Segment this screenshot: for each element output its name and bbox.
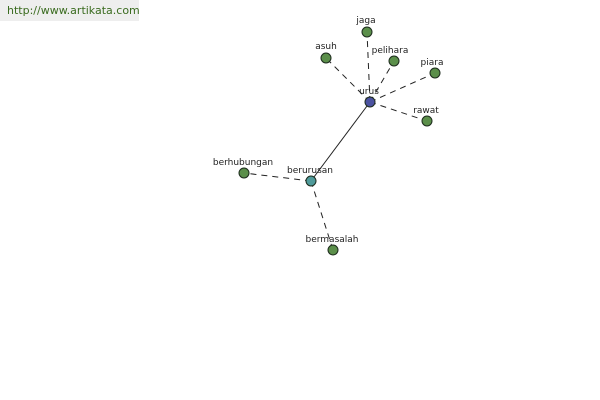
- edge-berurusan-berhubungan: [243, 172, 312, 182]
- node-label-piara: piara: [421, 58, 444, 68]
- edge-urus-pelihara: [369, 60, 395, 103]
- edges-layer: [243, 31, 436, 251]
- nodes-layer: urus berurusan jaga asuh pelihara piara rawat b…: [213, 16, 444, 256]
- node-label-bermasalah: bermasalah: [306, 235, 359, 245]
- node-pelihara[interactable]: pelihara: [372, 46, 409, 67]
- node-berurusan[interactable]: berurusan: [287, 166, 333, 187]
- node-piara[interactable]: piara: [421, 58, 444, 79]
- edge-berurusan-bermasalah: [310, 180, 334, 251]
- node-label-asuh: asuh: [315, 42, 337, 52]
- node-urus[interactable]: urus: [359, 87, 379, 108]
- edge-urus-jaga: [366, 31, 371, 103]
- node-marker-bermasalah[interactable]: [327, 244, 339, 256]
- node-label-pelihara: pelihara: [372, 46, 409, 56]
- node-marker-rawat[interactable]: [421, 115, 433, 127]
- node-berhubungan[interactable]: berhubungan: [213, 158, 273, 179]
- edge-urus-piara: [369, 72, 436, 103]
- node-marker-pelihara[interactable]: [388, 55, 400, 67]
- node-asuh[interactable]: asuh: [315, 42, 337, 64]
- node-marker-jaga[interactable]: [361, 26, 373, 38]
- node-label-jaga: jaga: [355, 16, 375, 26]
- node-label-rawat: rawat: [413, 106, 439, 116]
- node-marker-berhubungan[interactable]: [238, 167, 250, 179]
- node-label-berhubungan: berhubungan: [213, 158, 273, 168]
- node-marker-urus[interactable]: [364, 96, 376, 108]
- node-marker-piara[interactable]: [429, 67, 441, 79]
- node-marker-asuh[interactable]: [320, 52, 332, 64]
- source-url-text: http://www.artikata.com: [7, 4, 140, 17]
- source-url-banner[interactable]: http://www.artikata.com: [0, 0, 140, 21]
- node-label-urus: urus: [359, 87, 379, 97]
- node-jaga[interactable]: jaga: [355, 16, 376, 38]
- node-marker-berurusan[interactable]: [305, 175, 317, 187]
- edge-urus-berurusan: [310, 101, 371, 182]
- node-bermasalah[interactable]: bermasalah: [306, 235, 359, 256]
- node-rawat[interactable]: rawat: [413, 106, 439, 127]
- node-label-berurusan: berurusan: [287, 166, 333, 176]
